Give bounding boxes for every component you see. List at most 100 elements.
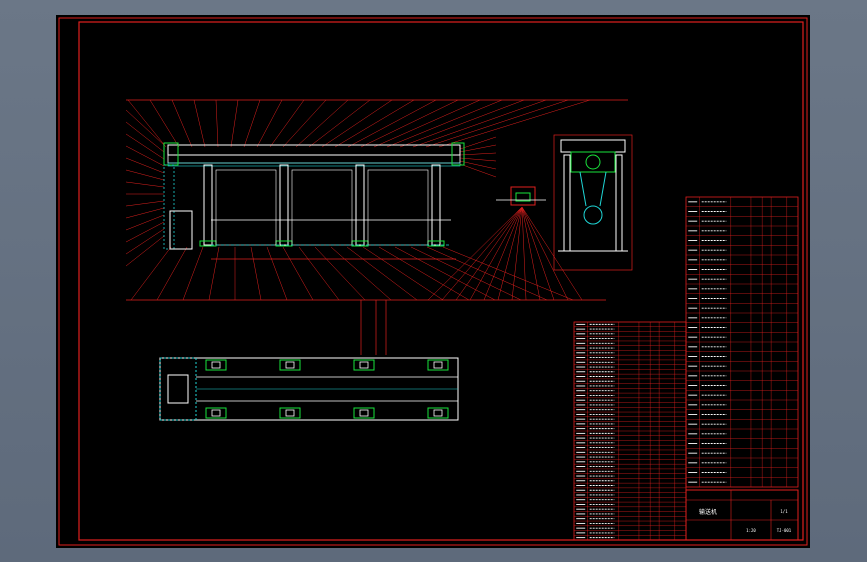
leader-line	[125, 221, 165, 243]
leader-line	[497, 206, 523, 301]
leader-line	[125, 169, 165, 181]
leader-line	[410, 246, 522, 301]
leader-line	[469, 206, 523, 301]
side-view-frame	[553, 134, 633, 271]
leader-line	[125, 235, 165, 267]
leader-line	[149, 99, 180, 148]
side-elevation-view	[553, 134, 633, 271]
leader-line	[399, 99, 525, 148]
title-block-frame	[685, 489, 799, 541]
leader-line	[266, 246, 288, 301]
leader-line	[386, 99, 503, 148]
front-view-leader-lines	[125, 99, 591, 301]
plan-drive-guard	[159, 357, 197, 421]
plan-view	[159, 300, 459, 421]
roller-hub	[211, 409, 221, 417]
leader-line	[442, 246, 574, 301]
leader-line	[269, 99, 305, 148]
leader-line	[483, 206, 523, 301]
leader-line	[459, 136, 497, 150]
leader-line	[459, 160, 497, 170]
leader-line	[347, 99, 437, 148]
leader-line	[215, 99, 219, 148]
drawing-sheet: 1/1	[780, 509, 788, 514]
leader-line	[378, 246, 470, 301]
inner-border	[78, 21, 804, 541]
leader-line	[125, 181, 165, 188]
side-belt-right	[599, 171, 607, 207]
drawing-canvas	[56, 15, 810, 548]
leader-line	[521, 206, 555, 301]
support-legs	[199, 164, 445, 247]
leader-line	[125, 214, 165, 231]
leader-line	[243, 99, 261, 148]
leader-line	[295, 99, 349, 148]
drawing-title: 输送机	[699, 508, 717, 516]
leader-line	[125, 228, 165, 255]
control-box	[169, 210, 193, 250]
leader-line	[125, 121, 165, 153]
leader-line	[125, 145, 165, 167]
roller-hub	[359, 409, 369, 417]
roller-bottom	[427, 407, 449, 419]
leader-line	[360, 99, 459, 148]
support-leg	[355, 164, 365, 246]
side-belt-left	[579, 171, 587, 207]
roller-hub	[433, 361, 443, 369]
bill-of-materials-lower	[573, 321, 687, 541]
leader-line	[459, 152, 497, 156]
leader-line	[362, 246, 444, 301]
leader-line	[314, 246, 366, 301]
roller-hub	[285, 361, 295, 369]
leader-line	[193, 99, 206, 148]
leader-line	[459, 157, 497, 162]
leader-line	[425, 99, 569, 148]
leader-line	[125, 133, 165, 160]
bracket-detail-view	[427, 186, 583, 301]
roller-top	[353, 359, 375, 371]
roller-bottom	[353, 407, 375, 419]
leader-line	[282, 99, 327, 148]
leader-line	[250, 246, 262, 301]
roller-hub	[433, 409, 443, 417]
leader-line	[308, 99, 371, 148]
roller-top	[427, 359, 449, 371]
leader-line	[346, 246, 418, 301]
leader-line	[321, 99, 393, 148]
leader-line	[334, 99, 415, 148]
support-leg	[203, 164, 213, 246]
leader-line	[256, 99, 283, 148]
leader-line	[427, 206, 523, 301]
leader-line	[412, 99, 547, 148]
roller-top	[205, 359, 227, 371]
leader-line	[521, 206, 527, 301]
leader-line	[230, 99, 239, 148]
drawing-number: TJ-001	[777, 528, 792, 533]
leader-line	[511, 206, 523, 301]
cad-drawing-sheet: 输送机 1:20 TJ-001 1/1	[56, 15, 810, 548]
leader-line	[125, 200, 165, 207]
plan-motor	[167, 374, 189, 404]
leader-line	[125, 207, 165, 219]
leader-line	[125, 157, 165, 174]
outer-border	[58, 17, 808, 546]
leader-line	[394, 246, 496, 301]
leader-line	[130, 246, 172, 301]
leader-line	[127, 99, 167, 148]
leader-line	[455, 206, 523, 301]
front-elevation-view	[125, 99, 628, 301]
leader-line	[426, 246, 548, 301]
roller-bottom	[205, 407, 227, 419]
detail-leader-lines	[427, 206, 583, 301]
left-guard	[163, 164, 175, 250]
leader-line	[330, 246, 392, 301]
side-tension-wheel	[583, 205, 603, 225]
leader-line	[282, 246, 314, 301]
leader-line	[441, 206, 523, 301]
leader-line	[521, 206, 541, 301]
roller-hub	[211, 361, 221, 369]
roller-bottom	[279, 407, 301, 419]
leader-line	[459, 144, 497, 153]
leader-line	[521, 206, 569, 301]
leader-line	[208, 246, 220, 301]
